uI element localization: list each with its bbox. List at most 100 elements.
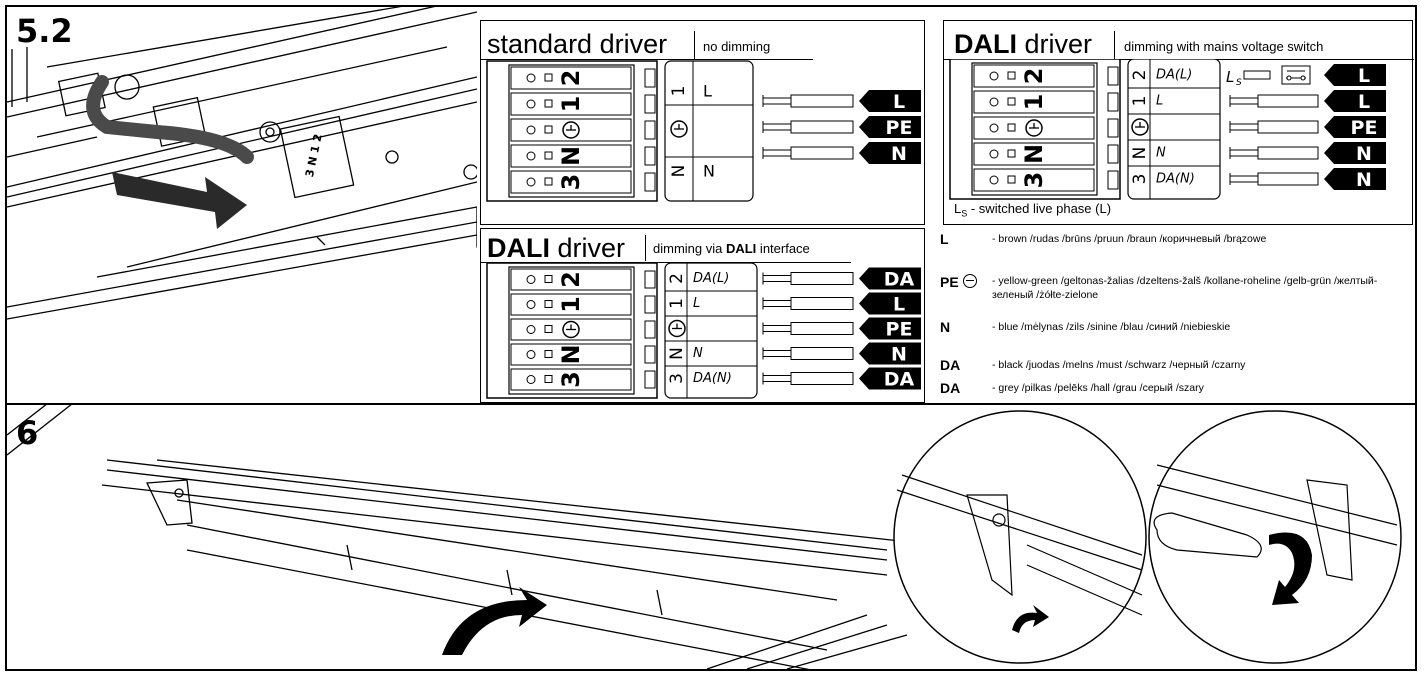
terminal-hole	[526, 300, 536, 309]
legend-code: PE	[940, 274, 992, 302]
terminal-body	[508, 64, 635, 198]
legend-code: DA	[940, 357, 961, 373]
code-symbol: N	[693, 346, 703, 361]
terminal-clip	[644, 94, 656, 114]
terminal-slot	[510, 66, 632, 90]
terminal-number: N	[1020, 144, 1048, 164]
title-separator	[694, 31, 695, 59]
wire-label-tag	[859, 292, 921, 315]
terminal-slot	[973, 142, 1095, 166]
terminal-lever	[1007, 97, 1016, 106]
terminal-clip	[1107, 144, 1119, 164]
wire-label: L	[893, 91, 905, 113]
code-number: 1	[667, 298, 687, 309]
wire-label: N	[1356, 169, 1372, 191]
legend-row: N - blue /mėlynas /zils /sinine /blau /с…	[940, 320, 1404, 334]
terminal-clip	[644, 172, 656, 192]
terminal-lever	[544, 99, 553, 108]
switch-icon-contact	[1300, 75, 1306, 81]
wire-label-tag	[859, 367, 921, 390]
terminal-lever	[1007, 149, 1016, 158]
legend-text: - black /juodas /melns /must /schwarz /ч…	[992, 359, 1246, 371]
terminal-hole	[989, 123, 999, 133]
code-number: 3	[667, 373, 687, 384]
terminal-clip	[644, 120, 656, 140]
terminal-number: 3	[1020, 172, 1048, 189]
wire-insulation	[790, 94, 854, 108]
terminal-hole	[526, 73, 536, 83]
code-number: 1	[1130, 96, 1150, 107]
wire-label: N	[891, 344, 907, 366]
code-table	[664, 263, 758, 399]
code-symbol: DA(L)	[1156, 68, 1192, 83]
code-symbol: DA(N)	[693, 371, 732, 386]
code-symbol: L	[693, 296, 700, 311]
legend-text: - grey /pilkas /pelēks /hall /grau /серы…	[992, 382, 1204, 394]
wire-label-tag	[859, 90, 921, 112]
title-underline	[481, 59, 813, 60]
code-symbol: L	[703, 82, 712, 101]
terminal-lever	[544, 177, 553, 186]
legend-row: DA - black /juodas /melns /must /schwarz…	[940, 358, 1404, 372]
wire-label-tag	[859, 116, 921, 138]
wire-insulation	[1257, 120, 1319, 134]
dali-iface-title: DALI driver	[487, 233, 625, 264]
dali-iface-sub-pre: dimming via	[653, 241, 726, 256]
terminal-slot	[973, 64, 1095, 88]
terminal-number: N	[557, 344, 585, 364]
terminal-lever	[544, 350, 553, 358]
terminal-clip	[644, 320, 656, 339]
terminal-clip	[644, 146, 656, 166]
dali-iface-sub-bold: DALI	[725, 241, 757, 256]
terminal-hole	[989, 71, 999, 81]
terminal-body	[971, 62, 1098, 196]
wire-insulation	[790, 347, 854, 360]
terminal-slot	[510, 92, 632, 116]
step-number-5-2: 5.2	[16, 12, 73, 50]
terminal-clip	[644, 370, 656, 389]
wire-label-tag	[859, 317, 921, 340]
terminal-lever	[544, 151, 553, 160]
terminal-slot	[510, 268, 632, 291]
terminal-number: 2	[557, 70, 585, 87]
legend-row: DA - grey /pilkas /pelēks /hall /grau /с…	[940, 381, 1404, 395]
dali-iface-title-bold: DALI	[487, 233, 550, 263]
terminal-hole	[526, 325, 536, 334]
wire-label-tag	[1324, 64, 1386, 86]
wire-label-tag	[1324, 90, 1386, 112]
code-number: 3	[1130, 174, 1150, 185]
terminal-clip	[1107, 170, 1119, 190]
wire-label-tag	[859, 267, 921, 290]
terminal-slot	[510, 318, 632, 341]
terminal-slot	[510, 144, 632, 168]
title-separator	[645, 235, 646, 261]
terminal-number: 1	[1020, 94, 1048, 111]
code-number: 2	[1130, 70, 1150, 81]
wire-insulation	[1257, 172, 1319, 186]
terminal-hole	[989, 175, 999, 185]
terminal-number: 1	[557, 296, 585, 313]
wire-label: L	[1358, 65, 1370, 87]
code-symbol: N	[1156, 146, 1166, 161]
legend-code-text: PE	[940, 274, 959, 290]
title-underline	[481, 262, 851, 263]
dali-mains-switch-panel: DALI driver dimming with mains voltage s…	[943, 20, 1414, 225]
wire-insulation	[1257, 94, 1319, 108]
terminal-hole	[526, 151, 536, 161]
terminal-clip	[1107, 92, 1119, 112]
wire-insulation	[790, 297, 854, 310]
terminal-clip	[644, 68, 656, 88]
legend-code: DA	[940, 380, 961, 396]
legend-text: - brown /rudas /brūns /pruun /braun /кор…	[992, 233, 1267, 245]
wire-insulation	[790, 120, 854, 134]
dali-iface-subtitle: dimming via DALI interface	[653, 241, 810, 256]
code-symbol: L	[1156, 94, 1163, 109]
legend-row: L - brown /rudas /brūns /pruun /braun /к…	[940, 232, 1404, 246]
legend-text: - blue /mėlynas /zils /sinine /blau /син…	[992, 321, 1231, 333]
code-table	[1127, 59, 1221, 200]
dali-mains-title: DALI driver	[954, 29, 1092, 60]
code-number: N	[669, 165, 689, 178]
terminal-number: 1	[557, 96, 585, 113]
